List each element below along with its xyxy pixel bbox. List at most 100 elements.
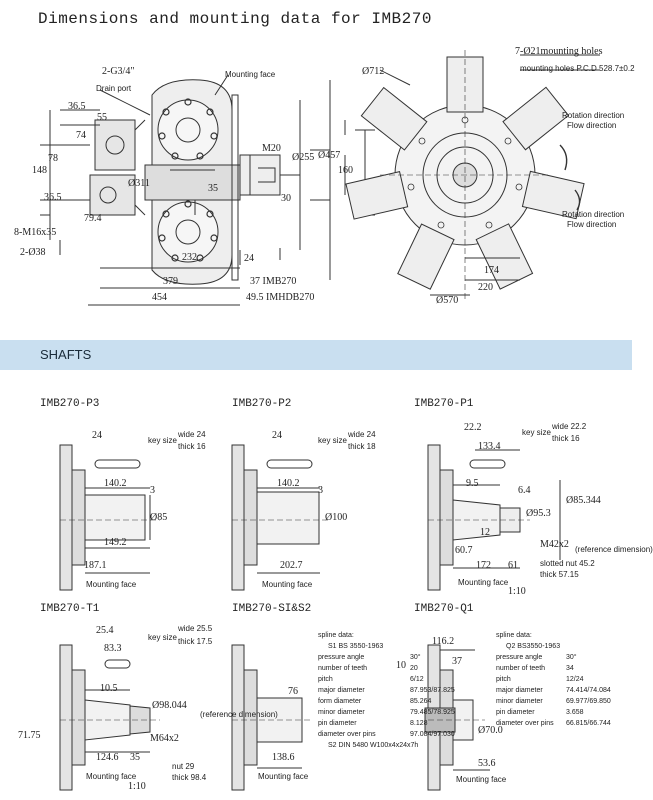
spline-q-heading: spline data: bbox=[496, 632, 532, 639]
p1-dim-12: 12 bbox=[480, 527, 490, 538]
dim-160: 160 bbox=[338, 165, 353, 176]
p1-dim-6-4: 6.4 bbox=[518, 485, 531, 496]
t1-taper-ratio: 1:10 bbox=[128, 781, 146, 792]
p3-dim-187-1: 187.1 bbox=[84, 560, 107, 571]
shaft-q1-drawing bbox=[424, 644, 490, 791]
t1-mounting-face: Mounting face bbox=[86, 772, 137, 781]
p3-dim-3: 3 bbox=[150, 485, 155, 496]
front-view-drawing bbox=[345, 50, 585, 300]
spline-q-row: pin diameter 3.658 bbox=[496, 707, 611, 718]
s-mounting-face: Mounting face bbox=[258, 772, 309, 781]
spline-s-row: pitch 6/12 bbox=[318, 674, 455, 685]
q1-dim-37: 37 bbox=[452, 656, 462, 667]
spline-s-row: diameter over pins 97.084/97.030 bbox=[318, 729, 455, 740]
p1-nut-thick: thick 57.15 bbox=[540, 570, 579, 579]
spline-s-key: pitch bbox=[318, 676, 333, 683]
t1-dim-35: 35 bbox=[130, 752, 140, 763]
q1-dim-116-2: 116.2 bbox=[432, 636, 455, 647]
p2-dim-202-7: 202.7 bbox=[280, 560, 303, 571]
shaft-q1-title: IMB270-Q1 bbox=[414, 603, 474, 615]
spline-s-key: number of teeth bbox=[318, 665, 368, 672]
flow-direction-label-2: Flow direction bbox=[567, 220, 617, 229]
dim-49-5-imhdb270: 49.5 IMHDB270 bbox=[246, 292, 315, 303]
drain-thread-label: 2-G3/4" bbox=[102, 66, 135, 77]
rotation-direction-label-2: Rotation direction bbox=[562, 210, 625, 219]
t1-dim-71-75: 71.75 bbox=[18, 730, 41, 741]
spline-s-value: 97.084/97.030 bbox=[410, 731, 455, 738]
spline-s-value: 85.264 bbox=[410, 698, 432, 705]
spline-s-value: 6/12 bbox=[410, 676, 424, 683]
dim-dia-570: Ø570 bbox=[436, 295, 459, 306]
spline-q-value: 30° bbox=[566, 654, 577, 661]
p2-dim-24: 24 bbox=[272, 430, 282, 441]
dim-dia-457: Ø457 bbox=[318, 150, 341, 161]
dim-dia-255: Ø255 bbox=[292, 152, 315, 163]
shaft-p3-title: IMB270-P3 bbox=[40, 398, 100, 410]
spline-q-value: 74.414/74.084 bbox=[566, 687, 611, 694]
p1-key-wide: wide 22.2 bbox=[552, 422, 587, 431]
p1-dim-60-7: 60.7 bbox=[455, 545, 473, 556]
q1-mounting-face: Mounting face bbox=[456, 775, 507, 784]
dim-74: 74 bbox=[76, 130, 86, 141]
spline-q-std: Q2 BS3550-1963 bbox=[506, 643, 561, 650]
dim-dia-712: Ø712 bbox=[362, 66, 385, 77]
dim-220: 220 bbox=[478, 282, 493, 293]
spline-q-key: pitch bbox=[496, 676, 511, 683]
p3-key-size: key size bbox=[148, 436, 177, 445]
t1-reference-dimension: (reference dimension) bbox=[200, 710, 278, 719]
spline-q-key: diameter over pins bbox=[496, 720, 554, 727]
t1-dim-83-3: 83.3 bbox=[104, 643, 122, 654]
spline-s-key: minor diameter bbox=[318, 709, 365, 716]
s-dim-76: 76 bbox=[288, 686, 298, 697]
spline-q-value: 3.658 bbox=[566, 709, 584, 716]
dim-dia-311: Ø311 bbox=[128, 178, 150, 189]
p1-dim-22-2: 22.2 bbox=[464, 422, 482, 433]
spline-q-key: number of teeth bbox=[496, 665, 546, 672]
t1-key-wide: wide 25.5 bbox=[178, 624, 213, 633]
mounting-face-label: Mounting face bbox=[225, 70, 276, 79]
shaft-p1-drawing bbox=[427, 444, 561, 591]
t1-thread-m64: M64x2 bbox=[150, 733, 179, 744]
spline-s-key: diameter over pins bbox=[318, 731, 376, 738]
q1-dim-10: 10 bbox=[396, 660, 406, 671]
spline-s-heading: spline data: bbox=[318, 632, 354, 639]
shaft-t1-drawing bbox=[59, 644, 160, 791]
dim-35: 35 bbox=[208, 183, 218, 194]
p1-dim-dia-95-3: Ø95.3 bbox=[526, 508, 551, 519]
p1-dim-dia-85-344: Ø85.344 bbox=[566, 495, 601, 506]
pcd-label: mounting holes P.C.D 528.7±0.2 bbox=[520, 64, 635, 73]
spline-s-row: number of teeth 20 bbox=[318, 663, 455, 674]
rotation-direction-label-1: Rotation direction bbox=[562, 111, 625, 120]
spline-q-value: 69.977/69.850 bbox=[566, 698, 611, 705]
spline-s-value: 30° bbox=[410, 654, 421, 661]
dim-36-5-bottom: 36.5 bbox=[44, 192, 62, 203]
p1-taper-ratio: 1:10 bbox=[508, 586, 526, 597]
p1-key-size: key size bbox=[522, 428, 551, 437]
t1-dim-10-5: 10.5 bbox=[100, 683, 118, 694]
t1-nut: nut 29 bbox=[172, 762, 195, 771]
flow-direction-label-1: Flow direction bbox=[567, 121, 617, 130]
t1-dim-124-6: 124.6 bbox=[96, 752, 119, 763]
spline-q-key: pin diameter bbox=[496, 709, 535, 716]
spline-s-std: S1 BS 3550-1963 bbox=[328, 643, 384, 650]
dim-232: 232 bbox=[182, 252, 197, 263]
shaft-p2-drawing bbox=[231, 444, 330, 591]
p3-key-wide: wide 24 bbox=[178, 430, 206, 439]
p1-dim-9-5: 9.5 bbox=[466, 478, 479, 489]
spline-s-value: 20 bbox=[410, 665, 418, 672]
shaft-s-title: IMB270-SI&S2 bbox=[232, 603, 312, 615]
p1-mounting-face: Mounting face bbox=[458, 578, 509, 587]
technical-drawing bbox=[40, 50, 600, 791]
t1-key-thick: thick 17.5 bbox=[178, 637, 213, 646]
spline-q-table: spline data: Q2 BS3550-1963 pressure ang… bbox=[496, 630, 611, 729]
p3-dim-149-2: 149.2 bbox=[104, 537, 127, 548]
shaft-p3-drawing bbox=[59, 444, 160, 591]
